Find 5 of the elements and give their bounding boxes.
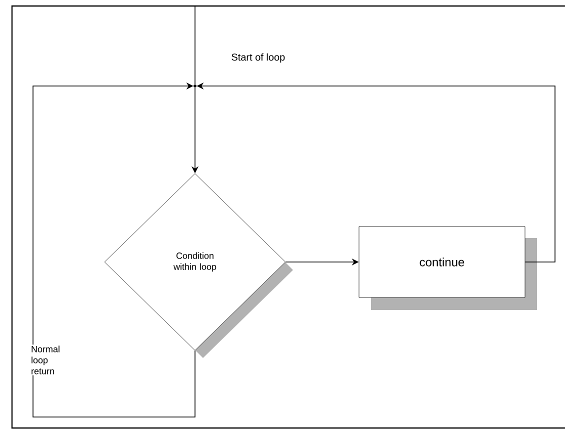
arrow xyxy=(32,82,196,418)
loop-start-label: Start of loop xyxy=(232,53,285,63)
edge-label: Normal loop return xyxy=(30,344,66,376)
junction-point xyxy=(194,84,196,88)
process-box: continue xyxy=(358,226,537,310)
